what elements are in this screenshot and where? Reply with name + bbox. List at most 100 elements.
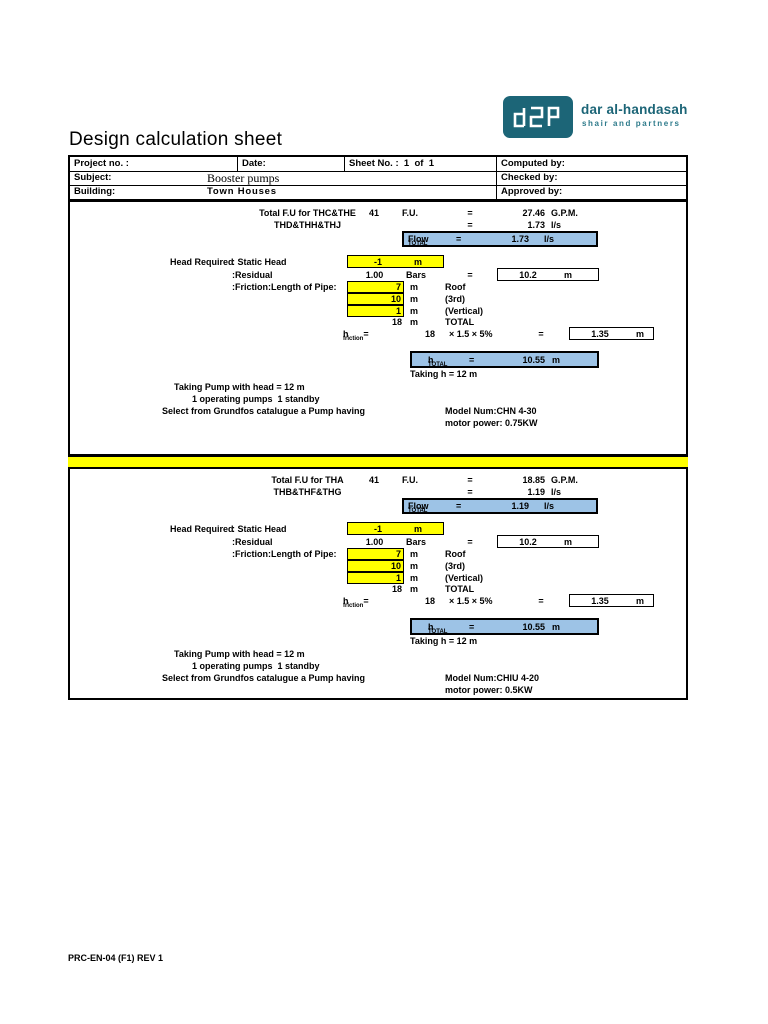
equals-sign: = xyxy=(469,355,475,365)
approved-by-label: Approved by: xyxy=(501,186,563,197)
ls-value: 1.19 xyxy=(527,487,545,497)
friction-label: :Friction:Length of Pipe: xyxy=(232,549,337,559)
pipe-length-desc: (Vertical) xyxy=(445,306,484,316)
equals-sign: = xyxy=(538,329,544,339)
pipe-length-cell: 1 xyxy=(347,305,404,317)
subject-label: Subject: xyxy=(74,172,112,183)
operating-note: 1 operating pumps 1 standby xyxy=(192,661,320,671)
taking-h-note: Taking h = 12 m xyxy=(410,369,478,379)
total-fu-label-2: THB&THF&THG xyxy=(273,487,342,497)
equals-sign: = xyxy=(467,537,473,547)
static-head-cell: -1 m xyxy=(347,522,444,535)
static-head-label: : Static Head xyxy=(232,257,287,267)
equals-sign: = xyxy=(467,487,473,497)
static-head-label: : Static Head xyxy=(232,524,287,534)
residual-head-cell: 10.2 m xyxy=(497,535,599,548)
residual-head-unit: m xyxy=(564,270,573,280)
pipe-total-desc: TOTAL xyxy=(445,317,475,327)
pipe-total-unit: m xyxy=(410,317,419,327)
head-required-label: Head Required xyxy=(170,524,234,534)
header-row-1: Project no. : Date: Sheet No. : 1 of 1 C… xyxy=(70,157,686,172)
header-row-2: Subject: Booster pumps Checked by: xyxy=(70,171,686,186)
pump-model: Model Num:CHN 4-30 xyxy=(445,406,537,416)
equals-sign: = xyxy=(456,501,462,511)
header-table: Project no. : Date: Sheet No. : 1 of 1 C… xyxy=(68,155,688,201)
sheet-no-label: Sheet No. : 1 of 1 xyxy=(349,158,434,169)
fu-unit: F.U. xyxy=(402,475,419,485)
pump-power: motor power: 0.5KW xyxy=(445,685,533,695)
pipe-length-cell: 7 xyxy=(347,548,404,560)
select-pump-note: Select from Grundfos catalugue a Pump ha… xyxy=(162,673,366,683)
residual-label: :Residual xyxy=(232,537,273,547)
ls-unit: l/s xyxy=(551,487,562,497)
ls-value: 1.73 xyxy=(527,220,545,230)
calculation-box: Total F.U for THC&THE 41 F.U. = 27.46 G.… xyxy=(68,200,688,700)
residual-value: 1.00 xyxy=(365,537,384,547)
flow-total-value: 1.19 xyxy=(511,501,529,511)
pipe-length-cell: 7 xyxy=(347,281,404,293)
equals-sign: = xyxy=(467,220,473,230)
residual-head-unit: m xyxy=(564,537,573,547)
pump-power: motor power: 0.75KW xyxy=(445,418,538,428)
flow-total-unit: l/s xyxy=(544,234,555,244)
logo-company-name: dar al-handasah xyxy=(581,102,688,117)
static-head-value: -1 xyxy=(373,257,382,267)
calc-block-2: Total F.U for THA 41 F.U. = 18.85 G.P.M.… xyxy=(70,469,686,700)
subject-value: Booster pumps xyxy=(207,171,280,185)
page-title: Design calculation sheet xyxy=(69,129,283,150)
residual-head-value: 10.2 xyxy=(519,270,537,280)
total-fu-label: Total F.U for THA xyxy=(271,475,344,485)
h-friction-length: 18 xyxy=(424,596,435,606)
h-friction-value: 1.35 xyxy=(591,329,609,339)
fu-count: 41 xyxy=(368,208,379,218)
pipe-length-unit: m xyxy=(410,549,419,559)
pipe-length-desc: Roof xyxy=(445,282,466,292)
building-value: Town Houses xyxy=(207,186,277,197)
h-total-unit: m xyxy=(552,622,561,632)
head-required-label: Head Required xyxy=(170,257,234,267)
pipe-length-desc: (3rd) xyxy=(445,294,465,304)
pipe-length-unit: m xyxy=(410,573,419,583)
h-friction-value: 1.35 xyxy=(591,596,609,606)
h-friction-cell: 1.35 m xyxy=(569,594,654,607)
residual-unit: Bars xyxy=(406,270,427,280)
pipe-length-desc: Roof xyxy=(445,549,466,559)
friction-label: :Friction:Length of Pipe: xyxy=(232,282,337,292)
pipe-length-desc: (3rd) xyxy=(445,561,465,571)
pipe-length-unit: m xyxy=(410,294,419,304)
equals-sign: = xyxy=(538,596,544,606)
pipe-total-value: 18 xyxy=(391,317,402,327)
static-head-unit: m xyxy=(414,257,423,267)
h-total-value: 10.55 xyxy=(522,622,545,632)
divider xyxy=(496,185,497,199)
computed-by-label: Computed by: xyxy=(501,158,565,169)
project-no-label: Project no. : xyxy=(74,158,129,169)
pipe-length-cell: 10 xyxy=(347,560,404,572)
h-total-value: 10.55 xyxy=(522,355,545,365)
fu-unit: F.U. xyxy=(402,208,419,218)
flow-total-unit: l/s xyxy=(544,501,555,511)
static-head-unit: m xyxy=(414,524,423,534)
h-friction-unit: m xyxy=(636,596,645,606)
residual-head-value: 10.2 xyxy=(519,537,537,547)
equals-sign: = xyxy=(469,622,475,632)
pump-model: Model Num:CHIU 4-20 xyxy=(445,673,540,683)
divider xyxy=(344,157,345,171)
gpm-unit: G.P.M. xyxy=(551,208,578,218)
pipe-length-unit: m xyxy=(410,306,419,316)
pipe-total-value: 18 xyxy=(391,584,402,594)
h-total-unit: m xyxy=(552,355,561,365)
total-fu-label: Total F.U for THC&THE xyxy=(259,208,356,218)
pipe-length-desc: (Vertical) xyxy=(445,573,484,583)
logo-tagline: shair and partners xyxy=(582,119,681,128)
equals-sign: = xyxy=(467,208,473,218)
